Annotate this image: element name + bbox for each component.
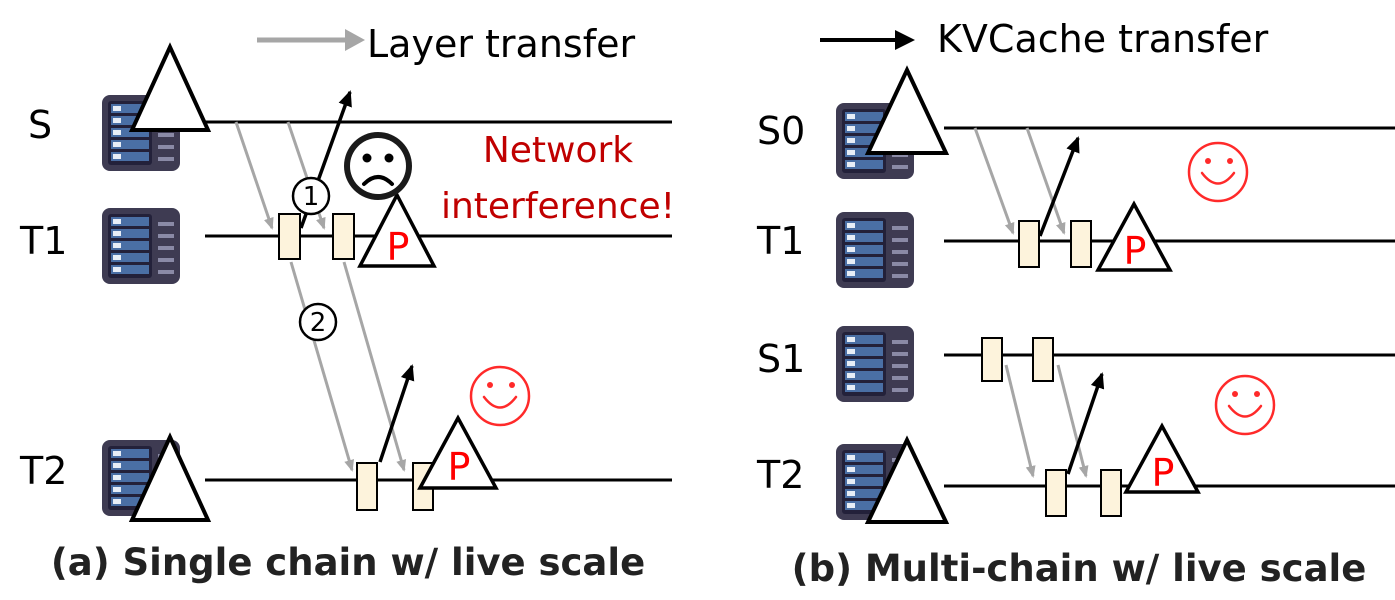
smile-face-icon [1187,141,1249,203]
node-label-t1: T1 [756,219,804,263]
smile-face-icon [1214,374,1276,436]
legend-layer-transfer-label: Layer transfer [367,22,635,66]
panel-a: S T1 T2 1 2 [19,42,675,584]
model-triangle-icon-t2 [128,432,212,522]
model-triangle-icon-s0 [864,65,950,155]
prefill-label: P [387,225,410,269]
prefill-triangle-icon-t2: P [417,414,499,490]
layer-block [1045,469,1067,517]
prefill-triangle-icon-t1: P [357,191,437,269]
model-triangle-icon-t2 [864,435,950,524]
kvcache-arrow-t2-up [378,364,415,463]
step-marker-2-label: 2 [310,308,327,338]
layer-arrow-s1-t2-a [1004,364,1036,478]
caption-panel-a: (a) Single chain w/ live scale [51,541,645,584]
server-icon-s1 [836,326,914,402]
layer-arrow-s0-t1-a [973,127,1015,235]
step-marker-1-label: 1 [303,182,320,212]
panel-b: S0 T1 S1 T2 P [756,65,1395,590]
prefill-label: P [1124,229,1147,273]
server-icon-t1 [102,208,180,284]
node-label-t1: T1 [19,219,67,263]
warning-line-1: Network [483,130,633,171]
layer-block [1018,220,1040,268]
layer-arrow-s1-t2-b [1056,364,1089,478]
layer-arrow-t1-t2-a [289,261,354,472]
layer-block [981,337,1003,382]
node-label-t2: T2 [756,453,804,497]
legend-layer-transfer: Layer transfer [257,22,635,66]
layer-block [1032,337,1054,382]
node-label-s0: S0 [757,109,805,153]
node-label-s: S [28,103,52,147]
layer-arrow-t1-t2-b [342,261,407,472]
sad-face-icon [344,132,412,200]
prefill-label: P [448,445,471,489]
layer-block [332,213,355,260]
kvcache-arrow-t2-up [1066,372,1105,475]
step-marker-2: 2 [298,302,338,342]
layer-arrow-s0-t1-b [1025,127,1066,235]
warning-line-2: interference! [441,186,675,227]
legend-kvcache-transfer: KVCache transfer [820,17,1269,61]
model-triangle-icon-s [128,42,212,132]
legend-kvcache-transfer-label: KVCache transfer [937,17,1269,61]
prefill-triangle-icon-t2: P [1123,422,1201,495]
kvcache-arrow-t1-up [1038,136,1080,237]
layer-block [356,462,378,511]
server-icon-t1 [836,212,914,288]
prefill-triangle-icon-t1: P [1095,200,1173,273]
layer-block [1070,220,1092,268]
caption-panel-b: (b) Multi-chain w/ live scale [792,547,1367,590]
node-label-s1: S1 [757,337,805,381]
layer-block [278,213,301,260]
layer-block [1100,469,1122,517]
step-marker-1: 1 [291,176,331,216]
smile-face-icon [469,365,531,427]
layer-arrow-s-t1-a [234,121,274,230]
node-label-t2: T2 [19,449,67,493]
prefill-label: P [1152,451,1175,495]
